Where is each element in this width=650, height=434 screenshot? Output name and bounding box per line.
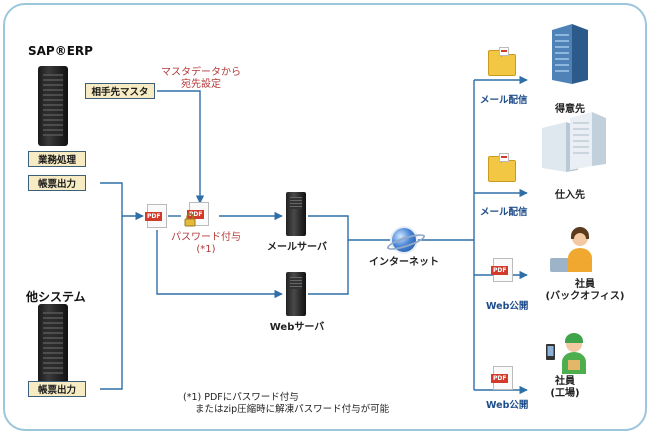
diagram-frame <box>3 3 647 431</box>
mail-delivery-label-1: メール配信 <box>480 95 528 106</box>
mail-server-label: メールサーバ <box>267 242 327 253</box>
mail-server-icon <box>286 192 306 236</box>
line-master-to-password <box>157 90 205 204</box>
pdf-icon: PDF <box>145 204 167 228</box>
line-pdf-to-web <box>156 230 283 299</box>
web-server-label: Webサーバ <box>269 322 325 333</box>
partner-master-tag: 相手先マスタ <box>85 83 155 99</box>
other-server-icon <box>38 304 68 384</box>
footnote: (*1) PDFにパスワード付与 またはzip圧縮時に解凍パスワード付与が可能 <box>183 392 390 415</box>
factory-employee-label: 社員 (工場) <box>550 376 580 399</box>
pdf-icon-office: PDF <box>491 258 513 282</box>
supplier-label: 仕入先 <box>555 190 585 201</box>
web-publish-label-1: Web公開 <box>486 301 529 312</box>
lock-icon <box>184 213 196 227</box>
line-other-output <box>100 216 123 390</box>
sap-server-icon <box>38 66 68 146</box>
form-output-tag-other: 帳票出力 <box>28 381 86 397</box>
web-publish-label-2: Web公開 <box>486 400 529 411</box>
pdf-icon-factory: PDF <box>491 366 513 390</box>
internet-globe-icon <box>392 228 416 252</box>
folder-icon-customer <box>488 47 516 76</box>
line-mail-to-internet <box>308 215 390 241</box>
business-process-tag: 業務処理 <box>28 151 86 167</box>
internet-label: インターネット <box>369 257 439 268</box>
office-employee-label: 社員 (バックオフィス) <box>545 279 625 302</box>
supplier-building-icon <box>542 112 606 172</box>
factory-employee-icon <box>546 333 586 374</box>
sap-erp-title: SAP®ERP <box>28 44 93 58</box>
form-output-tag-sap: 帳票出力 <box>28 175 86 191</box>
customer-label: 得意先 <box>555 104 585 115</box>
office-employee-icon <box>550 227 592 272</box>
folder-icon-supplier <box>488 153 516 182</box>
web-server-icon <box>286 272 306 316</box>
other-system-title: 他システム <box>26 290 86 304</box>
master-annotation: マスタデータから 宛先設定 <box>161 67 241 90</box>
line-web-to-internet <box>308 240 349 295</box>
password-annotation: パスワード付与 (*1) <box>171 232 241 255</box>
customer-building-icon <box>552 24 588 84</box>
line-sap-output <box>100 182 144 221</box>
mail-delivery-label-2: メール配信 <box>480 207 528 218</box>
